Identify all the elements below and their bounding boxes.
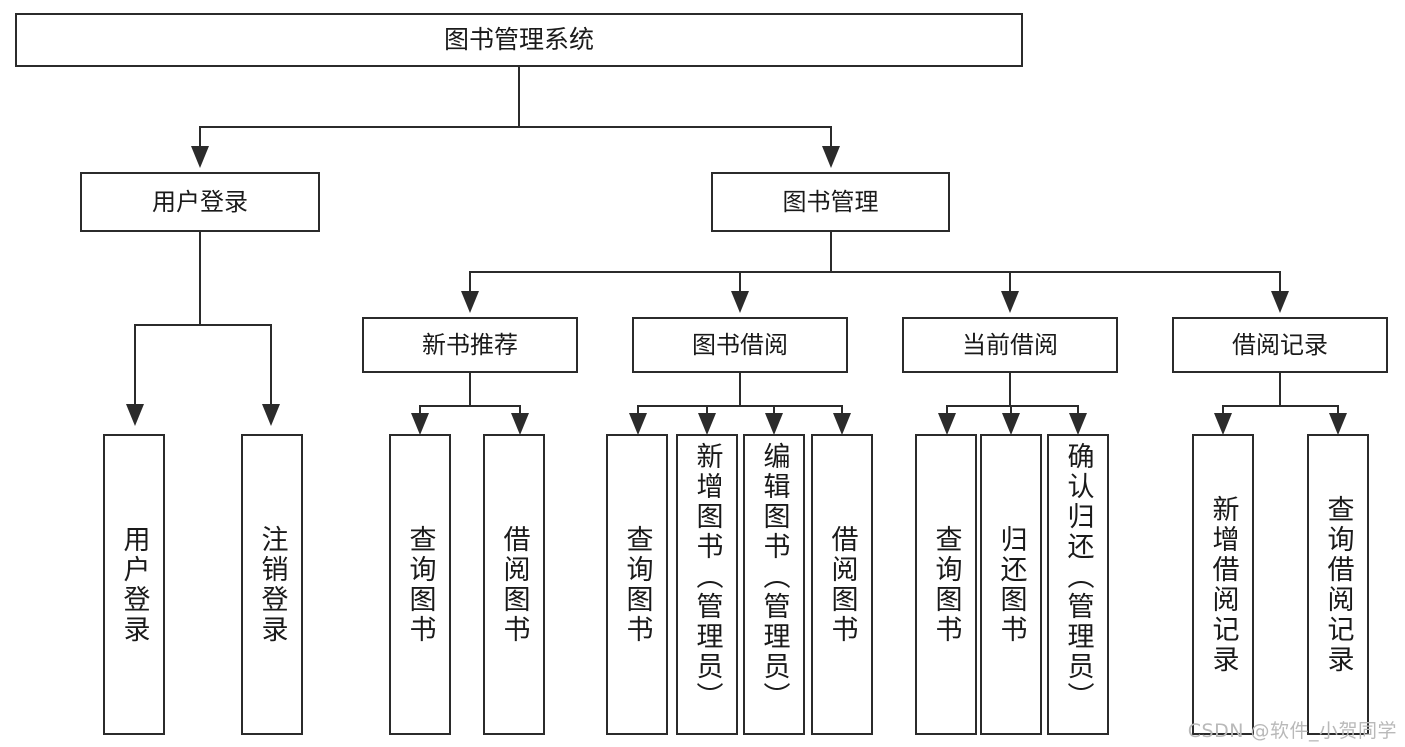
arrow-record-to-leaf1 xyxy=(1214,413,1232,435)
arrow-bookmgmt-to-current xyxy=(1001,291,1019,313)
connector-current-stem xyxy=(1009,373,1011,406)
node-label: 注销登录 xyxy=(256,524,288,645)
node-label: 借阅图书 xyxy=(498,524,530,645)
node-label: 新增图书（管理员） xyxy=(691,442,723,712)
node-label: 查询借阅记录 xyxy=(1322,494,1354,675)
arrow-borrow-to-leaf2 xyxy=(698,413,716,435)
node-book-borrow[interactable]: 图书借阅 xyxy=(632,317,848,373)
node-label: 查询图书 xyxy=(930,524,962,645)
node-label: 查询图书 xyxy=(621,524,653,645)
arrow-root-to-login xyxy=(191,146,209,168)
leaf-borrow-book-newbook[interactable]: 借阅图书 xyxy=(483,434,545,735)
leaf-add-borrow-record[interactable]: 新增借阅记录 xyxy=(1192,434,1254,735)
leaf-edit-book-admin[interactable]: 编辑图书（管理员） xyxy=(743,434,805,735)
leaf-logout[interactable]: 注销登录 xyxy=(241,434,303,735)
connector-login-stem xyxy=(199,232,201,325)
connector-record-to-leaf2 xyxy=(1337,405,1339,419)
connector-login-to-leaf2 xyxy=(270,324,272,406)
leaf-query-book-current[interactable]: 查询图书 xyxy=(915,434,977,735)
arrow-bookmgmt-to-borrow xyxy=(731,291,749,313)
connector-record-bus xyxy=(1222,405,1338,407)
node-label: 归还图书 xyxy=(995,524,1027,645)
connector-current-bus xyxy=(946,405,1078,407)
node-label: 编辑图书（管理员） xyxy=(758,442,790,712)
connector-current-to-leaf1 xyxy=(946,405,948,419)
arrow-current-to-leaf1 xyxy=(938,413,956,435)
node-label: 图书管理系统 xyxy=(443,25,594,55)
connector-login-to-leaf1 xyxy=(134,324,136,406)
node-book-management[interactable]: 图书管理 xyxy=(711,172,950,232)
node-user-login[interactable]: 用户登录 xyxy=(80,172,320,232)
connector-current-to-leaf3 xyxy=(1077,405,1079,419)
connector-borrow-to-leaf2 xyxy=(706,405,708,419)
arrow-current-to-leaf3 xyxy=(1069,413,1087,435)
connector-record-stem xyxy=(1279,373,1281,406)
connector-record-to-leaf1 xyxy=(1222,405,1224,419)
node-label: 新增借阅记录 xyxy=(1207,494,1239,675)
node-root-system[interactable]: 图书管理系统 xyxy=(15,13,1023,67)
arrow-borrow-to-leaf1 xyxy=(629,413,647,435)
arrow-newbook-to-leaf1 xyxy=(411,413,429,435)
connector-bookmgmt-to-newbook xyxy=(469,271,471,293)
connector-newbook-stem xyxy=(469,373,471,406)
connector-newbook-to-leaf1 xyxy=(419,405,421,419)
node-label: 用户登录 xyxy=(152,187,248,216)
connector-borrow-to-leaf3 xyxy=(773,405,775,419)
leaf-confirm-return-admin[interactable]: 确认归还（管理员） xyxy=(1047,434,1109,735)
connector-borrow-to-leaf4 xyxy=(841,405,843,419)
connector-root-bus xyxy=(199,126,832,128)
node-label: 查询图书 xyxy=(404,524,436,645)
connector-bookmgmt-to-record xyxy=(1279,271,1281,293)
connector-newbook-bus xyxy=(419,405,521,407)
arrow-record-to-leaf2 xyxy=(1329,413,1347,435)
arrow-current-to-leaf2 xyxy=(1002,413,1020,435)
leaf-query-book-newbook[interactable]: 查询图书 xyxy=(389,434,451,735)
node-borrow-record[interactable]: 借阅记录 xyxy=(1172,317,1388,373)
leaf-query-book-borrow[interactable]: 查询图书 xyxy=(606,434,668,735)
node-label: 当前借阅 xyxy=(962,330,1058,359)
connector-borrow-stem xyxy=(739,373,741,406)
watermark-text: CSDN @软件_小贺同学 xyxy=(1187,720,1397,742)
connector-borrow-bus xyxy=(637,405,842,407)
leaf-add-book-admin[interactable]: 新增图书（管理员） xyxy=(676,434,738,735)
arrow-newbook-to-leaf2 xyxy=(511,413,529,435)
arrow-bookmgmt-to-newbook xyxy=(461,291,479,313)
node-label: 确认归还（管理员） xyxy=(1062,442,1094,712)
node-label: 借阅图书 xyxy=(826,524,858,645)
connector-bookmgmt-to-borrow xyxy=(739,271,741,293)
connector-root-to-login xyxy=(199,126,201,148)
connector-bookmgmt-to-current xyxy=(1009,271,1011,293)
node-label: 新书推荐 xyxy=(422,330,518,359)
node-label: 图书借阅 xyxy=(692,330,788,359)
leaf-user-login[interactable]: 用户登录 xyxy=(103,434,165,735)
leaf-return-book[interactable]: 归还图书 xyxy=(980,434,1042,735)
arrow-root-to-bookmgmt xyxy=(822,146,840,168)
arrow-login-to-leaf2 xyxy=(262,404,280,426)
node-label: 图书管理 xyxy=(782,187,879,216)
arrow-login-to-leaf1 xyxy=(126,404,144,426)
connector-borrow-to-leaf1 xyxy=(637,405,639,419)
connector-root-stem xyxy=(518,67,520,127)
node-label: 用户登录 xyxy=(118,524,150,645)
arrow-borrow-to-leaf3 xyxy=(765,413,783,435)
connector-current-to-leaf2 xyxy=(1010,405,1012,419)
node-new-book-recommendation[interactable]: 新书推荐 xyxy=(362,317,578,373)
leaf-query-borrow-record[interactable]: 查询借阅记录 xyxy=(1307,434,1369,735)
connector-bookmgmt-bus xyxy=(469,271,1281,273)
arrow-borrow-to-leaf4 xyxy=(833,413,851,435)
node-current-borrow[interactable]: 当前借阅 xyxy=(902,317,1118,373)
connector-bookmgmt-stem xyxy=(830,232,832,272)
connector-newbook-to-leaf2 xyxy=(519,405,521,419)
arrow-bookmgmt-to-record xyxy=(1271,291,1289,313)
node-label: 借阅记录 xyxy=(1232,330,1328,359)
connector-login-bus xyxy=(134,324,271,326)
leaf-borrow-book-borrow[interactable]: 借阅图书 xyxy=(811,434,873,735)
connector-root-to-bookmgmt xyxy=(830,126,832,148)
